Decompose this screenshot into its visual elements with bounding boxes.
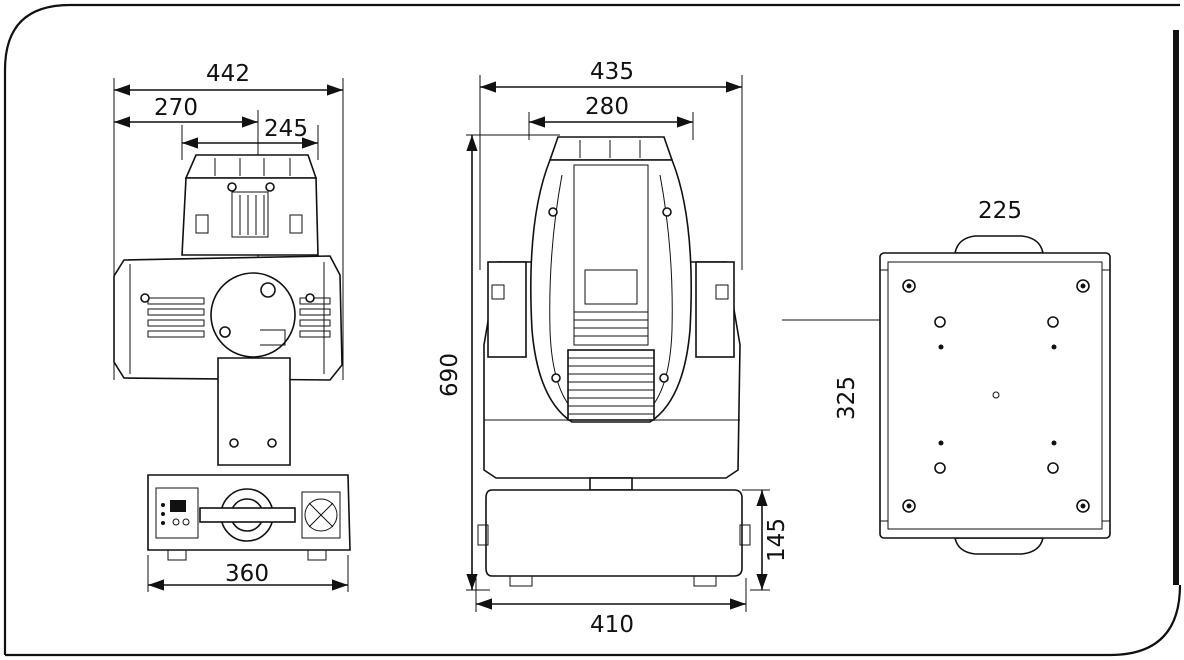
dim-front-base-height: 145 [764,518,790,562]
dim-side-head-offset: 270 [154,95,198,121]
dim-side-base-width: 360 [225,561,269,587]
dim-side-total-width: 442 [206,61,250,87]
dim-front-total-width: 435 [590,59,634,85]
bottom-view: 225 325 [782,198,1111,555]
dim-front-total-height: 690 [437,353,463,397]
dim-bottom-depth: 325 [834,376,860,420]
frame-border [3,3,1182,657]
front-view: 435 280 690 [437,59,790,638]
dim-front-base-width: 410 [590,612,634,638]
dim-bottom-width: 225 [978,198,1022,224]
dim-side-head-width: 245 [264,116,308,142]
dim-front-head-width: 280 [585,94,629,120]
side-view: 442 270 245 [113,61,351,592]
